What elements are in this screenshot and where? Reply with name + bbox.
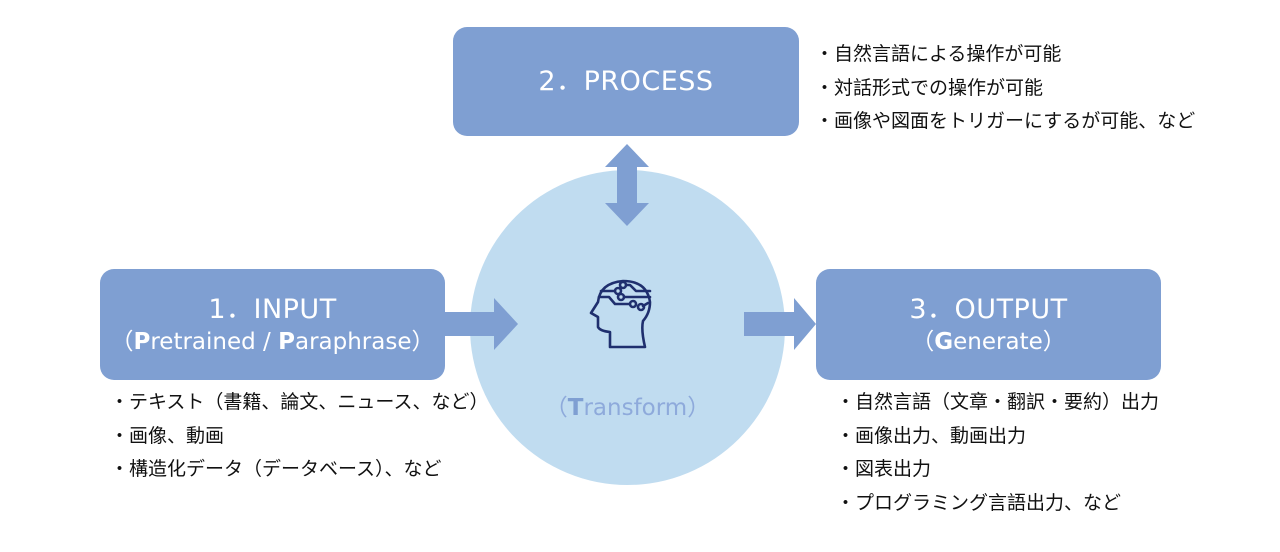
right-arrow-icon [444,298,518,350]
bold-letter: P [133,328,151,355]
process-bullet-list: ・自然言語による操作が可能 ・対話形式での操作が可能 ・画像や図面をトリガーにす… [815,38,1195,139]
output-title: 3．OUTPUT [909,293,1068,325]
input-bullet-list: ・テキスト（書籍、論文、ニュース、など） ・画像、動画 ・構造化データ（データベ… [110,386,488,487]
list-item: ・構造化データ（データベース）、など [110,458,442,480]
paren-open: （ [110,328,134,355]
input-subtitle: （Pretrained / Paraphrase） [111,327,435,357]
paren-open: （ [544,395,568,421]
transform-label: （Transform） [540,388,715,422]
subtitle-text: retrained / [150,328,279,355]
right-arrow-icon [744,298,816,350]
output-box: 3．OUTPUT （Generate） [816,269,1161,380]
subtitle-text: enerate [953,328,1043,355]
list-item: ・図表出力 [836,458,932,480]
process-title: 2．PROCESS [538,65,714,97]
bold-letter: P [278,328,295,355]
list-item: ・テキスト（書籍、論文、ニュース、など） [110,391,489,413]
subtitle-text: araphrase [294,328,412,355]
bold-letter: G [934,328,954,355]
list-item: ・対話形式での操作が可能 [815,76,1044,99]
ai-brain-head-icon [589,279,652,349]
paren-close: ） [411,328,435,355]
output-subtitle: （Generate） [911,327,1066,357]
output-bullet-list: ・自然言語（文章・翻訳・要約）出力 ・画像出力、動画出力 ・図表出力 ・プログラ… [836,386,1159,520]
list-item: ・プログラミング言語出力、など [836,491,1122,514]
list-item: ・自然言語（文章・翻訳・要約）出力 [836,391,1160,413]
paren-close: ） [1042,328,1066,355]
bidirectional-arrow-icon [605,144,649,226]
bold-letter: T [567,395,584,421]
input-box: 1．INPUT （Pretrained / Paraphrase） [100,269,445,380]
list-item: ・画像や図面をトリガーにするが可能、など [815,110,1196,132]
input-title: 1．INPUT [208,293,337,325]
list-item: ・自然言語による操作が可能 [815,43,1062,65]
paren-close: ） [687,395,711,421]
list-item: ・画像、動画 [110,424,225,447]
paren-open: （ [911,328,935,355]
process-box: 2．PROCESS [453,27,799,136]
list-item: ・画像出力、動画出力 [836,424,1027,447]
transform-text: ransform [583,395,688,421]
